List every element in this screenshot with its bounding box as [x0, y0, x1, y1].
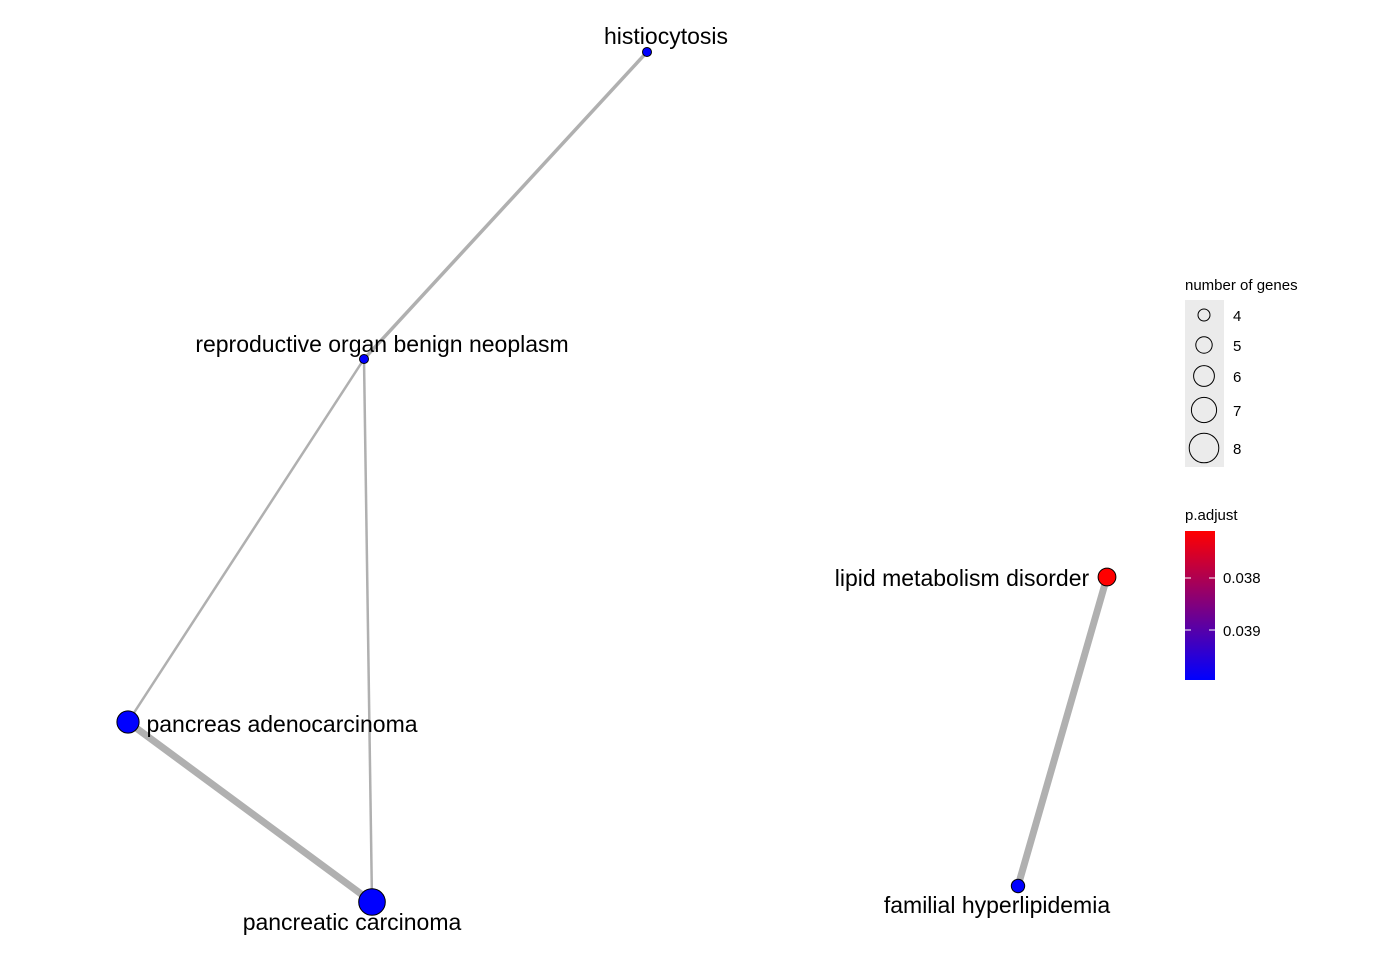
node-label-reproductive-organ-benign-neoplasm: reproductive organ benign neoplasm [195, 331, 568, 357]
node-pancreatic-carcinoma [358, 888, 386, 916]
node-label-familial-hyperlipidemia: familial hyperlipidemia [884, 892, 1110, 918]
node-lipid-metabolism-disorder [1097, 567, 1117, 587]
size-legend-label: 6 [1233, 369, 1241, 386]
edge-reproductive-organ-benign-neoplasm-to-pancreatic-carcinoma [362, 358, 374, 903]
size-legend-label: 4 [1233, 308, 1241, 325]
node-familial-hyperlipidemia [1010, 878, 1026, 894]
size-legend-title: number of genes [1185, 277, 1298, 294]
color-legend-bar [1185, 531, 1215, 680]
size-legend-key-background [1185, 300, 1224, 467]
size-legend-label: 5 [1233, 338, 1241, 355]
edge-reproductive-organ-benign-neoplasm-to-pancreas-adenocarcinoma [126, 358, 366, 723]
node-label-pancreatic-carcinoma: pancreatic carcinoma [243, 909, 462, 935]
node-histiocytosis [642, 47, 652, 57]
node-label-lipid-metabolism-disorder: lipid metabolism disorder [835, 565, 1090, 591]
size-legend-key-circle [1197, 308, 1211, 322]
node-label-histiocytosis: histiocytosis [604, 23, 728, 49]
nodes [116, 47, 1117, 916]
node-pancreas-adenocarcinoma [116, 710, 140, 734]
node-labels: histiocytosis reproductive organ benign n… [146, 23, 1110, 935]
size-legend: number of genes 4 5 6 7 8 [1185, 277, 1298, 467]
color-legend-tick-label: 0.038 [1223, 570, 1261, 587]
size-legend-key-circle [1193, 365, 1215, 387]
size-legend-label: 7 [1233, 403, 1241, 420]
edge-lipid-metabolism-disorder-to-familial-hyperlipidemia [1014, 576, 1111, 887]
color-legend-tick-label: 0.039 [1223, 623, 1261, 640]
color-legend: p.adjust 0.038 0.039 [1185, 507, 1261, 680]
node-reproductive-organ-benign-neoplasm [359, 354, 369, 364]
edge-pancreas-adenocarcinoma-to-pancreatic-carcinoma [125, 719, 375, 905]
size-legend-label: 8 [1233, 441, 1241, 458]
edge-histiocytosis-to-reproductive-organ-benign-neoplasm [362, 50, 649, 361]
size-legend-key-circle [1195, 336, 1213, 354]
size-legend-key-circle [1190, 396, 1218, 424]
edges [125, 50, 1111, 905]
size-legend-key-circle [1188, 432, 1220, 464]
node-label-pancreas-adenocarcinoma: pancreas adenocarcinoma [146, 711, 417, 737]
color-legend-title: p.adjust [1185, 507, 1238, 524]
